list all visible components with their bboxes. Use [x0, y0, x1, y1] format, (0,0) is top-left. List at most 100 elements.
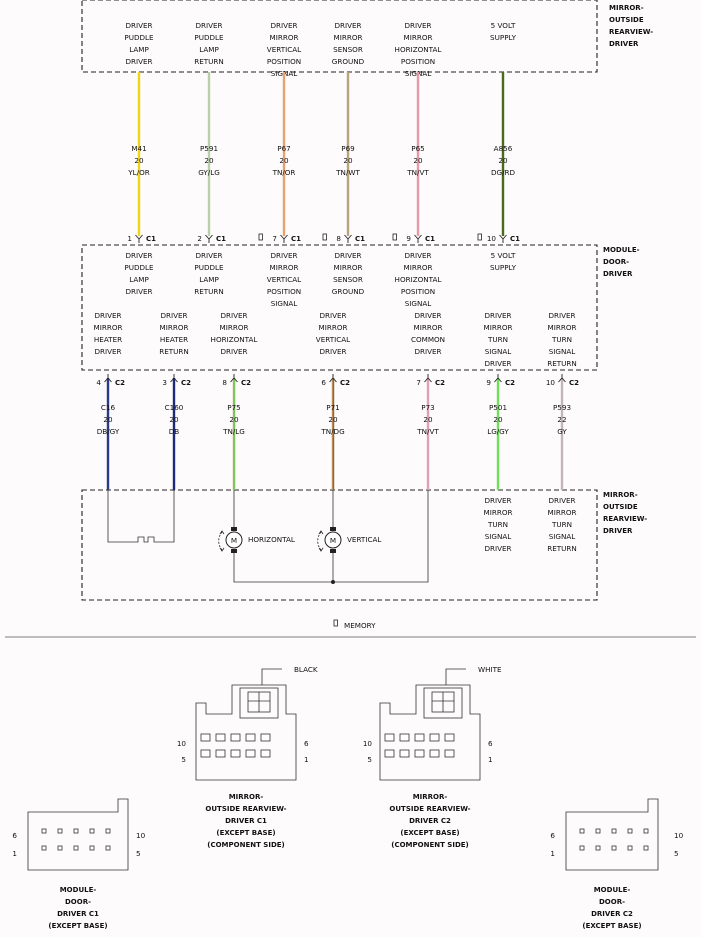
c1-wire-circuit: M41 — [131, 144, 146, 153]
module-c1-pin-label: DRIVER — [125, 251, 152, 260]
top-mirror-pin-label: POSITION — [401, 57, 435, 66]
mirror-c1-connector-drawing — [195, 668, 297, 781]
c1-pin-terminal — [499, 234, 507, 243]
module-c1-pin-label: PUDDLE — [194, 263, 224, 272]
module-c1-pin-label: POSITION — [401, 287, 435, 296]
module-c2-pin-label: MIRROR — [319, 323, 348, 332]
module-c2-pin-label: TURN — [487, 335, 508, 344]
c2-pin-number: 3 — [162, 378, 167, 387]
c1-pin-number: 10 — [487, 234, 497, 243]
mirror-c2-pin-index: 10 — [363, 739, 373, 748]
module-c2-caption: MODULE- — [594, 886, 631, 894]
bottom-mirror-turn-label: MIRROR — [484, 508, 513, 517]
module-c1-pin-label: HORIZONTAL — [395, 275, 442, 284]
mirror-c1-pin-index: 10 — [177, 739, 187, 748]
c1-wire-gauge: 20 — [134, 156, 144, 165]
module-c1-pin-label: DRIVER — [125, 287, 152, 296]
mirror-c1-caption: MIRROR- — [229, 793, 264, 801]
memory-icon — [258, 233, 263, 241]
bottom-mirror-turn-label: TURN — [487, 520, 508, 529]
module-c2-pin-label: DRIVER — [319, 347, 346, 356]
mirror-c2-pin-index: 1 — [488, 755, 493, 764]
module-c1-cavity — [89, 845, 95, 851]
mirror-c1-cavity — [200, 749, 211, 758]
vertical-motor-label: VERTICAL — [347, 535, 381, 544]
c1-pin-terminal — [344, 234, 352, 243]
c1-wire-gauge: 20 — [343, 156, 353, 165]
c1-wire-color: TN/OR — [272, 168, 296, 177]
c1-pin-number: 8 — [336, 234, 341, 243]
c2-wire-color: GY — [557, 427, 567, 436]
mirror-c1-pin-index: 5 — [181, 755, 186, 764]
module-c1-pin-index: 5 — [136, 849, 141, 858]
module-c1-pin-label: RETURN — [194, 287, 224, 296]
module-c2-caption: (EXCEPT BASE) — [582, 922, 641, 930]
c2-pin-number: 6 — [321, 378, 326, 387]
module-c1-pin-label: SIGNAL — [271, 299, 298, 308]
module-c1-pin-label: DRIVER — [334, 251, 361, 260]
module-c2-pin-label: MIRROR — [220, 323, 249, 332]
module-c2-cavity — [595, 828, 601, 834]
mirror-c2-caption: (EXCEPT BASE) — [400, 829, 459, 837]
module-c1-connector-drawing — [27, 798, 129, 871]
module-door-box — [81, 244, 598, 371]
top-mirror-pin-label: DRIVER — [404, 21, 431, 30]
memory-icon — [322, 233, 327, 241]
c2-wire-color: LG/GY — [487, 427, 509, 436]
c2-wire-color: TN/DG — [320, 427, 344, 436]
bottom-mirror-turn-label: MIRROR — [548, 508, 577, 517]
module-c2-pin-label: COMMON — [411, 335, 445, 344]
horizontal-motor-label: HORIZONTAL — [248, 535, 295, 544]
c1-connector-id: C1 — [425, 235, 435, 243]
mirror-c1-caption: (COMPONENT SIDE) — [207, 841, 284, 849]
splice-dot — [331, 580, 335, 584]
module-c1-cavity — [57, 845, 63, 851]
c2-pin-terminal — [230, 374, 238, 383]
mirror-c2-color-label: WHITE — [478, 665, 502, 674]
bottom-mirror-turn-label: RETURN — [547, 544, 577, 553]
top-mirror-pin-label: PUDDLE — [194, 33, 224, 42]
module-c1-caption: DRIVER C1 — [57, 910, 99, 918]
module-c1-pin-index: 6 — [12, 831, 17, 840]
c1-pin-terminal — [135, 234, 143, 243]
bottom-mirror-turn-label: SIGNAL — [549, 532, 576, 541]
module-c2-caption: DRIVER C2 — [591, 910, 633, 918]
mirror-c1-pin-index: 6 — [304, 739, 309, 748]
c2-connector-id: C2 — [435, 379, 445, 387]
module-c2-pin-label: SIGNAL — [485, 347, 512, 356]
top-mirror-box — [81, 0, 598, 73]
c2-pin-number: 7 — [416, 378, 421, 387]
c1-connector-id: C1 — [146, 235, 156, 243]
top-mirror-pin-label: LAMP — [129, 45, 149, 54]
bottom-mirror-title: OUTSIDE — [603, 503, 638, 511]
mirror-c2-caption: (COMPONENT SIDE) — [391, 841, 468, 849]
top-mirror-pin-label: MIRROR — [404, 33, 433, 42]
module-c2-pin-label: RETURN — [159, 347, 189, 356]
module-c2-pin-label: DRIVER — [484, 311, 511, 320]
c1-connector-id: C1 — [291, 235, 301, 243]
module-title: DRIVER — [603, 270, 633, 278]
c2-wire-circuit: P71 — [326, 403, 339, 412]
module-c1-pin-label: SENSOR — [333, 275, 363, 284]
module-c2-pin-index: 6 — [550, 831, 555, 840]
module-c2-pin-label: DRIVER — [160, 311, 187, 320]
module-c1-cavity — [105, 845, 111, 851]
bottom-mirror-title: DRIVER — [603, 527, 633, 535]
c2-pin-number: 10 — [546, 378, 556, 387]
top-mirror-pin-label: DRIVER — [125, 21, 152, 30]
module-c2-pin-label: HEATER — [160, 335, 188, 344]
module-c1-pin-label: GROUND — [332, 287, 365, 296]
module-c2-cavity — [579, 828, 585, 834]
c2-wire-p71 — [331, 378, 335, 490]
module-c2-connector-drawing — [565, 798, 659, 871]
mirror-c2-cavity — [429, 733, 440, 742]
c2-wire-circuit: C160 — [165, 403, 184, 412]
c2-pin-terminal — [170, 374, 178, 383]
module-c1-cavity — [41, 845, 47, 851]
bottom-mirror-box — [81, 489, 598, 601]
module-c2-pin-label: DRIVER — [414, 347, 441, 356]
mirror-c1-color-label: BLACK — [294, 665, 318, 674]
c2-wire-gauge: 20 — [229, 415, 239, 424]
c1-pin-number: 7 — [272, 234, 277, 243]
c1-pin-terminal — [414, 234, 422, 243]
